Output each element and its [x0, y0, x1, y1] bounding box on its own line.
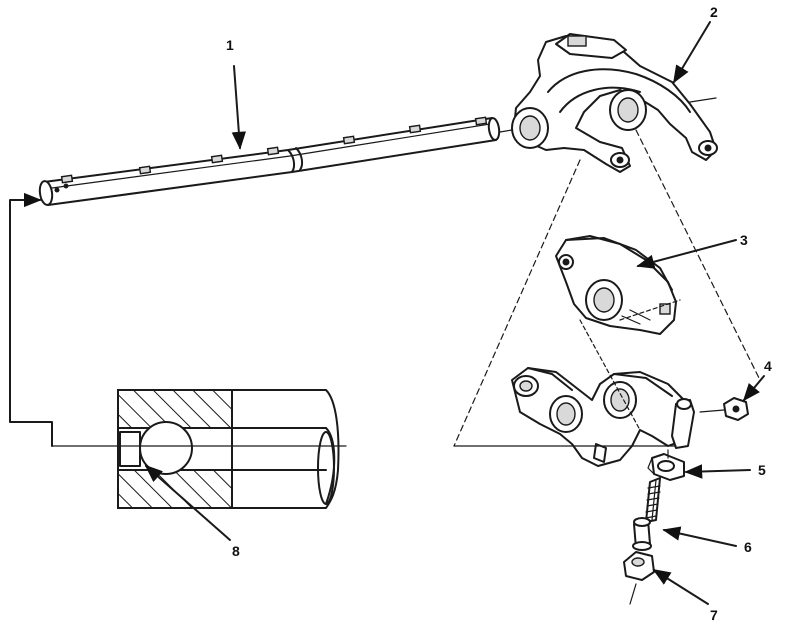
- callout-leaders: [144, 21, 765, 605]
- lock-washer: [647, 453, 685, 481]
- adjuster-screw: [632, 477, 661, 551]
- nut: [723, 397, 749, 421]
- rocker-arm: [555, 235, 677, 335]
- callout-4: 4: [764, 358, 772, 374]
- assembly-lines: [9, 129, 761, 459]
- rocker-bracket-lower: [511, 367, 695, 467]
- callout-2: 2: [710, 4, 718, 20]
- callout-6: 6: [744, 539, 752, 555]
- small-nut: [623, 551, 655, 605]
- callout-7: 7: [710, 607, 718, 623]
- callout-1: 1: [226, 37, 234, 53]
- rocker-bracket-upper: [499, 33, 718, 173]
- callout-3: 3: [740, 232, 748, 248]
- callout-labels: 1 2 3 4 5 6 7 8: [226, 4, 772, 623]
- callout-5: 5: [758, 462, 766, 478]
- rocker-shaft: [38, 116, 501, 206]
- shaft-cross-section: [51, 389, 347, 509]
- callout-8: 8: [232, 543, 240, 559]
